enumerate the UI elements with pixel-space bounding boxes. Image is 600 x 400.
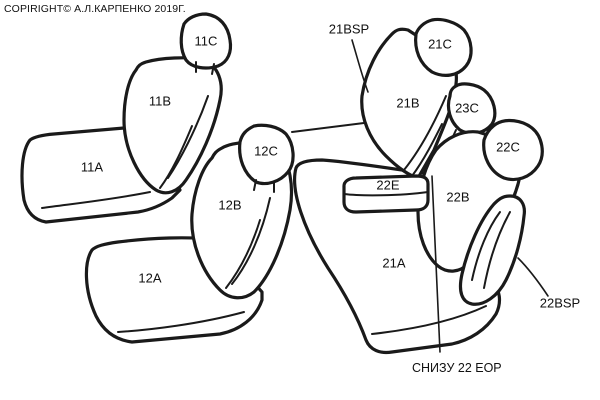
label-12c: 12C	[254, 143, 278, 158]
right-seat-group	[293, 17, 544, 355]
headrest-22c	[482, 118, 544, 182]
left-seat-group	[20, 12, 295, 344]
label-23c: 23C	[455, 100, 479, 115]
leader-22bsp	[517, 257, 549, 297]
armrest-channel	[411, 123, 443, 177]
headrest-23c	[446, 82, 497, 135]
headrest-12c	[238, 123, 295, 193]
copyright-notice: COPIRIGHT© А.Л.КАРПЕНКО 2019Г.	[4, 3, 186, 15]
label-21b: 21B	[396, 95, 419, 110]
headrest-21c	[414, 17, 473, 77]
floor-line	[291, 121, 373, 133]
label-note-bottom: СНИЗУ 22 ЕОР	[412, 361, 502, 375]
label-11b: 11B	[149, 93, 171, 108]
label-11c: 11C	[195, 33, 218, 48]
leader-lines	[351, 39, 549, 353]
leader-note	[431, 175, 441, 353]
seat-backrest-11b	[122, 56, 223, 195]
label-21a: 21A	[382, 255, 405, 270]
label-11a: 11A	[81, 159, 103, 174]
label-22e: 22E	[376, 177, 399, 192]
label-21bsp: 21BSP	[329, 21, 369, 36]
label-12a: 12A	[138, 270, 161, 285]
headrest-11c	[179, 12, 233, 75]
part-labels: 11C 11B 11A 12C 12B 12A 21BSP 21C 21B 23…	[81, 21, 580, 375]
leader-21bsp	[351, 39, 369, 93]
side-bolster-22bsp	[458, 194, 526, 306]
label-21c: 21C	[428, 36, 452, 51]
label-12b: 12B	[218, 197, 241, 212]
label-22c: 22C	[496, 139, 520, 154]
label-22bsp: 22BSP	[540, 295, 580, 310]
label-22b: 22B	[446, 189, 469, 204]
armrest-22e	[342, 174, 430, 214]
